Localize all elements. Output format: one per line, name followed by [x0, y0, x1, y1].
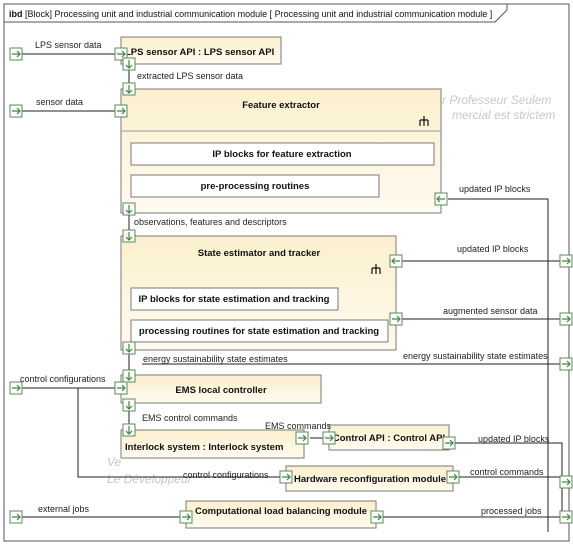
label-ems-commands: EMS commands: [265, 421, 332, 431]
label-ems-cmds: EMS control commands: [142, 413, 238, 423]
hardware-reconfiguration-block[interactable]: Hardware reconfiguration module: [285, 465, 454, 492]
label-extracted-lps: extracted LPS sensor data: [137, 71, 243, 81]
decomposition-icon: [371, 264, 381, 274]
port-interlock-ems-out[interactable]: [295, 431, 309, 445]
state-estimator-label: State estimator and tracker: [198, 248, 321, 259]
port-se-in[interactable]: [122, 229, 136, 243]
decomposition-icon: [419, 116, 429, 126]
diagram-title: ibd [Block] Processing unit and industri…: [9, 9, 492, 19]
ems-local-controller-block[interactable]: EMS local controller: [120, 374, 322, 404]
port-fe-lps-in[interactable]: [122, 82, 136, 96]
control-api-label: Control API : Control API: [333, 433, 445, 444]
label-lps-sensor-data: LPS sensor data: [35, 40, 102, 50]
port-frame-jobs-in[interactable]: [9, 510, 23, 524]
state-estimator-block[interactable]: State estimator and tracker IP blocks fo…: [120, 235, 397, 351]
port-control-api-in[interactable]: [322, 431, 336, 445]
label-energy-right: energy sustainability state estimates: [403, 351, 548, 361]
feature-extractor-label: Feature extractor: [242, 100, 320, 111]
port-fe-sensor-in[interactable]: [114, 104, 128, 118]
port-se-augmented-out[interactable]: [389, 312, 403, 326]
port-frame-lps-in[interactable]: [9, 47, 23, 61]
lps-sensor-api-block[interactable]: LPS sensor API : LPS sensor API: [120, 36, 282, 65]
port-fe-updated-ip[interactable]: [434, 192, 448, 206]
frame-tab: [4, 4, 508, 23]
label-updated-ip-2: updated IP blocks: [457, 244, 529, 254]
ems-local-controller-label: EMS local controller: [175, 385, 267, 396]
load-balancing-label: Computational load balancing module: [195, 506, 367, 517]
processing-routines-label: processing routines for state estimation…: [139, 326, 379, 337]
watermark-1: r Professeur Seulem: [442, 93, 551, 107]
port-fe-out[interactable]: [122, 202, 136, 216]
port-frame-updated-ip-2[interactable]: [559, 475, 573, 489]
port-lps-api-out[interactable]: [122, 57, 136, 71]
label-updated-ip-3: updated IP blocks: [478, 434, 550, 444]
label-sensor-data: sensor data: [36, 97, 83, 107]
interlock-system-block[interactable]: Interlock system : Interlock system: [120, 429, 305, 459]
port-frame-processed-jobs[interactable]: [559, 510, 573, 524]
label-energy-left: energy sustainability state estimates: [143, 354, 288, 364]
load-balancing-block[interactable]: Computational load balancing module: [185, 500, 377, 529]
label-control-conf-left: control configurations: [20, 374, 106, 384]
feature-extractor-block[interactable]: Feature extractor IP blocks for feature …: [120, 88, 442, 214]
hardware-reconfiguration-label: Hardware reconfiguration module: [294, 474, 446, 485]
port-control-api-out[interactable]: [442, 436, 456, 450]
port-ems-conf-in[interactable]: [114, 381, 128, 395]
pre-processing-part[interactable]: [130, 174, 380, 198]
port-ems-energy-in[interactable]: [122, 369, 136, 383]
port-se-energy-out[interactable]: [122, 341, 136, 355]
port-hw-cmd-out[interactable]: [446, 470, 460, 484]
label-control-commands: control commands: [470, 467, 544, 477]
port-se-updated-ip[interactable]: [389, 254, 403, 268]
port-interlock-in[interactable]: [122, 423, 136, 437]
diagram-frame: [3, 3, 570, 542]
connectors: [22, 53, 563, 532]
interlock-system-label: Interlock system : Interlock system: [125, 442, 283, 453]
watermark-2: mercial est strictem: [452, 108, 555, 122]
lps-sensor-api-label: LPS sensor API : LPS sensor API: [125, 47, 274, 58]
ip-blocks-feature-part[interactable]: [130, 142, 435, 166]
pre-processing-label: pre-processing routines: [201, 181, 310, 192]
port-frame-augmented[interactable]: [559, 312, 573, 326]
label-external-jobs: external jobs: [38, 504, 90, 514]
label-control-conf-mid: control configurations: [183, 470, 269, 480]
port-hw-conf-in[interactable]: [279, 470, 293, 484]
ip-blocks-feature-label: IP blocks for feature extraction: [212, 149, 351, 160]
port-ems-cmd-out[interactable]: [122, 398, 136, 412]
ip-blocks-state-part[interactable]: [130, 287, 339, 311]
port-frame-updated-ip-1[interactable]: [559, 254, 573, 268]
label-processed-jobs: processed jobs: [481, 506, 542, 516]
port-lb-jobs-out[interactable]: [370, 510, 384, 524]
port-frame-sensor-in[interactable]: [9, 104, 23, 118]
label-observations: observations, features and descriptors: [134, 217, 287, 227]
port-lb-jobs-in[interactable]: [179, 510, 193, 524]
port-frame-energy[interactable]: [559, 357, 573, 371]
processing-routines-part[interactable]: [130, 319, 389, 343]
watermark-4: Le Développeur: [107, 472, 193, 486]
watermark-3: Ve: [107, 455, 122, 469]
control-api-block[interactable]: Control API : Control API: [328, 424, 450, 451]
label-updated-ip-1: updated IP blocks: [459, 184, 531, 194]
label-augmented: augmented sensor data: [443, 306, 538, 316]
ip-blocks-state-label: IP blocks for state estimation and track…: [139, 294, 330, 305]
connector-labels: LPS sensor data extracted LPS sensor dat…: [20, 40, 550, 516]
